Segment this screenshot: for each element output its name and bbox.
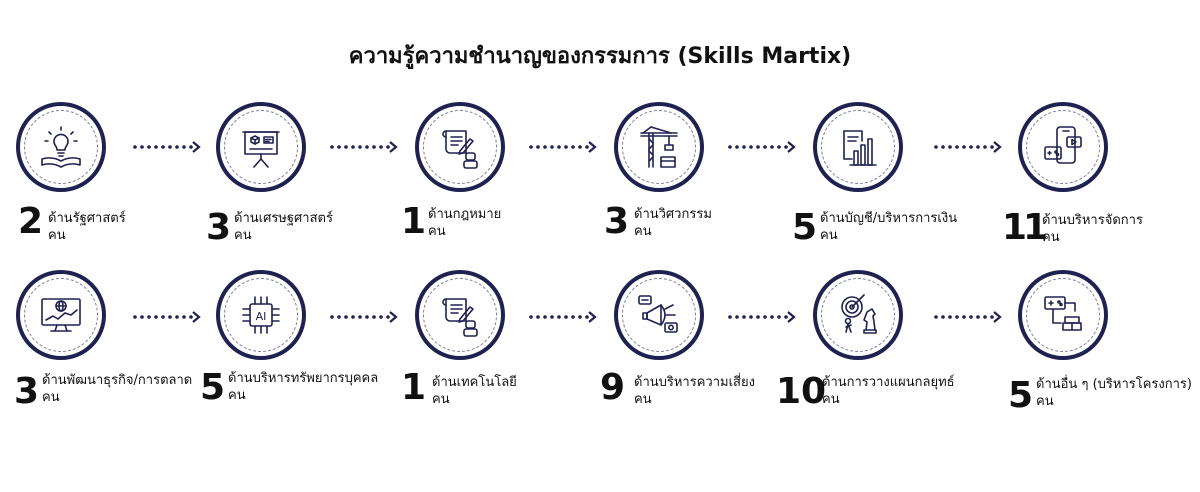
skill-unit: คน xyxy=(42,390,60,405)
skill-name: ด้านบริหารจัดการ xyxy=(1042,213,1143,228)
flow-arrow xyxy=(133,311,201,323)
count-business-marketing: 3 xyxy=(14,371,40,412)
circle-risk-management xyxy=(614,270,704,360)
megaphone-risk-icon xyxy=(638,295,678,333)
label-other-projects: ด้านอื่น ๆ (บริหารโครงการ) คน xyxy=(1036,376,1192,410)
flow-arrow xyxy=(330,311,398,323)
label-technology: ด้านเทคโนโลยีคน xyxy=(432,374,517,408)
label-law: ด้านกฎหมายคน xyxy=(428,206,501,240)
skill-unit: คน xyxy=(820,228,838,243)
flow-arrow xyxy=(728,311,796,323)
count-strategic-planning: 10 xyxy=(776,371,827,412)
legal-document-icon xyxy=(442,130,478,169)
label-risk-management: ด้านบริหารความเสี่ยงคน xyxy=(634,374,755,408)
flow-arrow xyxy=(728,141,796,153)
technology-document-icon xyxy=(442,298,478,337)
flow-arrow xyxy=(529,311,597,323)
skill-name: ด้านพัฒนาธุรกิจ/การตลาด xyxy=(42,373,193,388)
skill-unit: คน xyxy=(432,392,450,407)
circle-economics xyxy=(216,102,306,192)
circle-technology xyxy=(415,270,505,360)
circle-management xyxy=(1018,102,1108,192)
skill-unit: คน xyxy=(234,228,252,243)
flow-arrow xyxy=(934,141,1002,153)
flow-arrow xyxy=(934,311,1002,323)
mobile-management-icon xyxy=(1044,126,1082,164)
label-human-resources: ด้านบริหารทรัพยากรบุคคลคน xyxy=(228,370,378,404)
circle-engineering xyxy=(614,102,704,192)
skill-name: ด้านเทคโนโลยี xyxy=(432,375,517,390)
flow-arrow xyxy=(330,141,398,153)
count-political-science: 2 xyxy=(18,201,44,242)
skill-unit: คน xyxy=(48,228,66,243)
skill-name: ด้านเศรษฐศาสตร์ xyxy=(234,211,333,226)
count-accounting-finance: 5 xyxy=(792,207,818,248)
skill-unit: คน xyxy=(634,224,652,239)
count-law: 1 xyxy=(401,201,427,242)
count-risk-management: 9 xyxy=(600,367,626,408)
flow-arrow xyxy=(529,141,597,153)
skill-name: ด้านรัฐศาสตร์ xyxy=(48,211,126,226)
count-economics: 3 xyxy=(206,207,232,248)
skill-unit: คน xyxy=(634,392,652,407)
count-management: 11 xyxy=(1002,207,1048,248)
skill-name: ด้านบัญชี/บริหารการเงิน xyxy=(820,211,958,226)
skill-name: ด้านกฎหมาย xyxy=(428,207,502,222)
page-title: ความรู้ความชำนาญของกรรมการ (Skills Marti… xyxy=(348,44,852,69)
label-business-marketing: ด้านพัฒนาธุรกิจ/การตลาดคน xyxy=(42,372,192,406)
count-other-projects: 5 xyxy=(1008,375,1034,416)
project-flow-icon xyxy=(1044,296,1082,331)
skill-unit: คน xyxy=(428,224,446,239)
flow-arrow xyxy=(133,141,201,153)
circle-law xyxy=(415,102,505,192)
skill-name: ด้านการวางแผนกลยุทธ์ xyxy=(822,375,955,390)
label-engineering: ด้านวิศวกรรมคน xyxy=(634,206,712,240)
count-engineering: 3 xyxy=(604,201,630,242)
skill-name: ด้านอื่น ๆ (บริหารโครงการ) xyxy=(1036,377,1192,392)
circle-political-science xyxy=(16,102,106,192)
label-economics: ด้านเศรษฐศาสตร์คน xyxy=(234,210,333,244)
skill-unit: คน xyxy=(822,392,840,407)
construction-crane-icon xyxy=(640,126,678,168)
circle-business-marketing xyxy=(16,270,106,360)
label-accounting-finance: ด้านบัญชี/บริหารการเงินคน xyxy=(820,210,957,244)
skill-unit: คน xyxy=(228,388,246,403)
circle-human-resources: AI xyxy=(216,270,306,360)
skill-unit: คน xyxy=(1036,394,1054,409)
global-analytics-monitor-icon xyxy=(41,298,81,332)
skill-unit: คน xyxy=(1042,230,1060,245)
circle-other-projects xyxy=(1018,270,1108,360)
count-human-resources: 5 xyxy=(200,367,226,408)
skill-name: ด้านวิศวกรรม xyxy=(634,207,712,222)
financial-chart-icon xyxy=(843,130,877,166)
count-technology: 1 xyxy=(401,367,427,408)
svg-text:AI: AI xyxy=(256,310,267,323)
label-strategic-planning: ด้านการวางแผนกลยุทธ์คน xyxy=(822,374,955,408)
strategy-target-chess-icon xyxy=(841,294,877,334)
circle-accounting-finance xyxy=(813,102,903,192)
lightbulb-book-icon xyxy=(41,126,81,168)
label-political-science: ด้านรัฐศาสตร์คน xyxy=(48,210,126,244)
ai-chip-icon: AI xyxy=(242,296,280,334)
skill-name: ด้านบริหารความเสี่ยง xyxy=(634,375,755,390)
circle-strategic-planning xyxy=(813,270,903,360)
label-management: ด้านบริหารจัดการคน xyxy=(1042,212,1143,246)
presentation-board-icon xyxy=(242,131,280,168)
skill-name: ด้านบริหารทรัพยากรบุคคล xyxy=(228,371,379,386)
